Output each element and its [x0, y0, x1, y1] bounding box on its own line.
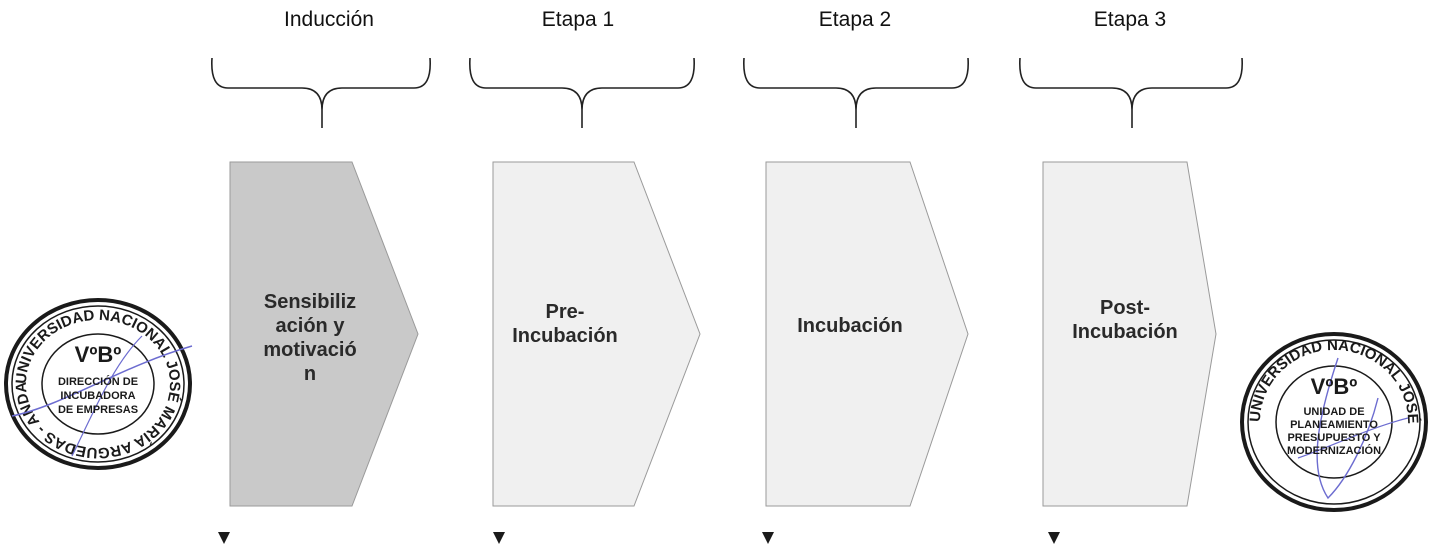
- stamp-right-header: VºBº: [1310, 374, 1358, 399]
- stamp-left-line: INCUBADORA: [60, 390, 136, 402]
- stage-title-etapa-3: Etapa 3: [1093, 8, 1167, 31]
- chevron-sensibilizacion: [229, 161, 419, 507]
- brace-induccion: [211, 57, 431, 128]
- label-line: Incubación: [1072, 321, 1178, 343]
- label-line: Sensibiliz: [263, 291, 357, 313]
- label-line: ación y: [275, 315, 345, 337]
- label-line: Pre-: [545, 301, 585, 323]
- stamp-left-header: VºBº: [74, 342, 122, 367]
- stamp-right-line: UNIDAD DE: [1303, 406, 1365, 418]
- chevron-label-pre-incubacion: Pre- Incubación: [480, 300, 650, 348]
- label-line: n: [303, 363, 317, 385]
- chevron-pre-incubacion: [492, 161, 701, 507]
- down-triangle-icon: [493, 532, 505, 544]
- stamp-right-line: PLANEAMIENTO: [1290, 419, 1378, 431]
- label-line: Incubación: [797, 315, 903, 337]
- chevron-label-post-incubacion: Post- Incubación: [1040, 296, 1210, 344]
- down-triangle-icon: [1048, 532, 1060, 544]
- stamp-right-line: PRESUPUESTO Y: [1287, 432, 1381, 444]
- stamp-unidad-planeamiento: UNIVERSIDAD NACIONAL JOSÉ MARÍA ARGUEDAS…: [1232, 305, 1430, 514]
- down-triangle-icon: [218, 532, 230, 544]
- stamp-left-line: DE EMPRESAS: [57, 404, 139, 416]
- stage-title-etapa-1: Etapa 1: [541, 8, 615, 31]
- stamp-left-line: DIRECCIÓN DE: [57, 376, 139, 388]
- stamp-direccion-incubadora: UNIVERSIDAD NACIONAL JOSÉ MARÍA ARGUEDAS…: [0, 283, 194, 472]
- label-line: motivació: [263, 339, 357, 361]
- chevron-label-sensibilizacion: Sensibiliz ación y motivació n: [225, 290, 395, 386]
- down-triangle-icon: [762, 532, 774, 544]
- chevron-label-incubacion: Incubación: [765, 314, 935, 338]
- label-line: Post-: [1100, 297, 1150, 319]
- chevron-post-incubacion: [1042, 161, 1217, 507]
- stamp-right-line: MODERNIZACIÓN: [1286, 445, 1382, 457]
- brace-etapa-1: [469, 57, 695, 128]
- brace-etapa-2: [743, 57, 969, 128]
- label-line: Incubación: [512, 325, 618, 347]
- brace-etapa-3: [1019, 57, 1243, 128]
- stage-title-etapa-2: Etapa 2: [818, 8, 892, 31]
- chevron-incubacion: [765, 161, 969, 507]
- stage-title-induccion: Inducción: [284, 8, 374, 31]
